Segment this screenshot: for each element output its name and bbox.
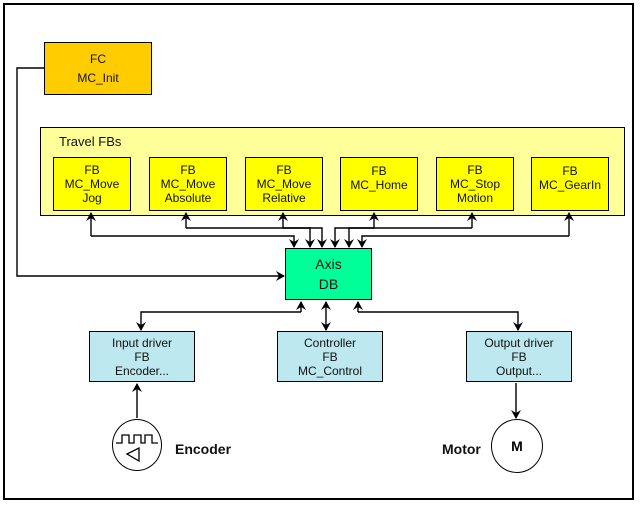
controller-block[interactable]: Controller FB MC_Control <box>277 331 383 382</box>
fb-mc-move-absolute[interactable]: FB MC_Move Absolute <box>149 157 227 211</box>
fb-type: FB <box>562 164 578 178</box>
fb-type: FB <box>180 163 196 177</box>
output-driver-block[interactable]: Output driver FB Output... <box>466 331 572 382</box>
fb-type: FB <box>467 163 483 177</box>
fb-name-suffix: Relative <box>262 191 306 205</box>
motor-icon: M <box>491 419 543 473</box>
driver-title: Input driver <box>111 335 173 350</box>
fb-name-suffix: Jog <box>82 191 102 205</box>
driver-type: FB <box>511 349 527 364</box>
driver-title: Output driver <box>484 335 554 350</box>
fb-mc-gearin[interactable]: FB MC_GearIn <box>531 157 609 211</box>
fb-name-suffix: Motion <box>456 191 494 205</box>
fb-mc-move-relative[interactable]: FB MC_Move Relative <box>245 157 323 211</box>
axis-db-line1: Axis <box>315 256 342 272</box>
encoder-icon <box>112 419 162 471</box>
axis-db-block[interactable]: Axis DB <box>285 248 372 300</box>
fb-mc-move-jog[interactable]: FB MC_Move Jog <box>53 157 131 211</box>
fb-name: MC_GearIn <box>538 178 602 192</box>
driver-title: Controller <box>303 335 357 350</box>
fb-name: MC_Move <box>256 177 312 191</box>
axis-db-line2: DB <box>318 276 339 292</box>
fb-mc-home[interactable]: FB MC_Home <box>340 157 418 211</box>
encoder-label: Encoder <box>175 441 232 457</box>
fb-name: MC_Move <box>160 177 216 191</box>
fb-name: MC_Stop <box>449 177 501 191</box>
fb-name: MC_Move <box>64 177 120 191</box>
fb-type: FB <box>84 163 100 177</box>
encoder-glyph <box>115 433 158 462</box>
driver-type: FB <box>322 349 338 364</box>
fc-type: FC <box>90 51 106 66</box>
fb-mc-stop-motion[interactable]: FB MC_Stop Motion <box>436 157 514 211</box>
fc-name: MC_Init <box>77 70 119 85</box>
driver-name: Encoder... <box>114 363 170 378</box>
driver-name: Output... <box>495 363 543 378</box>
motor-label: Motor <box>442 441 481 457</box>
travel-fbs-title: Travel FBs <box>59 134 122 149</box>
fb-type: FB <box>371 164 387 178</box>
fb-name-suffix: Absolute <box>164 191 212 205</box>
fb-name: MC_Home <box>350 178 408 192</box>
motor-symbol: M <box>511 438 523 454</box>
fc-mc-init-block[interactable]: FC MC_Init <box>44 42 152 95</box>
driver-type: FB <box>134 349 150 364</box>
input-driver-block[interactable]: Input driver FB Encoder... <box>89 331 195 382</box>
fb-type: FB <box>276 163 292 177</box>
driver-name: MC_Control <box>297 363 363 378</box>
